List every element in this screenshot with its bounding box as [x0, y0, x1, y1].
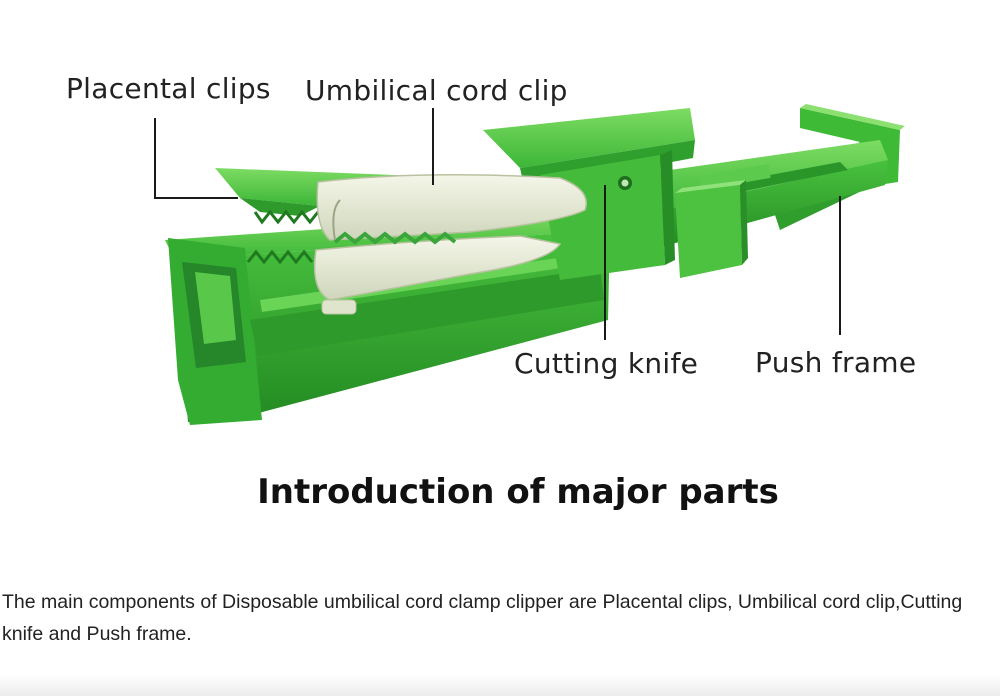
label-umbilical-cord-clip: Umbilical cord clip	[305, 74, 568, 107]
label-placental-clips: Placental clips	[66, 72, 271, 105]
leader-line-placental-clips	[154, 118, 238, 199]
umbilical-clip-shape	[313, 174, 587, 315]
label-push-frame: Push frame	[755, 346, 917, 379]
leader-lines	[154, 108, 841, 340]
clamp-clipper-illustration	[154, 104, 905, 425]
figure-heading: Introduction of major parts	[257, 472, 779, 512]
description-paragraph: The main components of Disposable umbili…	[2, 591, 963, 645]
label-cutting-knife: Cutting knife	[514, 347, 699, 380]
slider-block-shape	[675, 180, 748, 278]
bottom-shade	[0, 674, 1000, 696]
main-body-shape	[165, 210, 610, 425]
